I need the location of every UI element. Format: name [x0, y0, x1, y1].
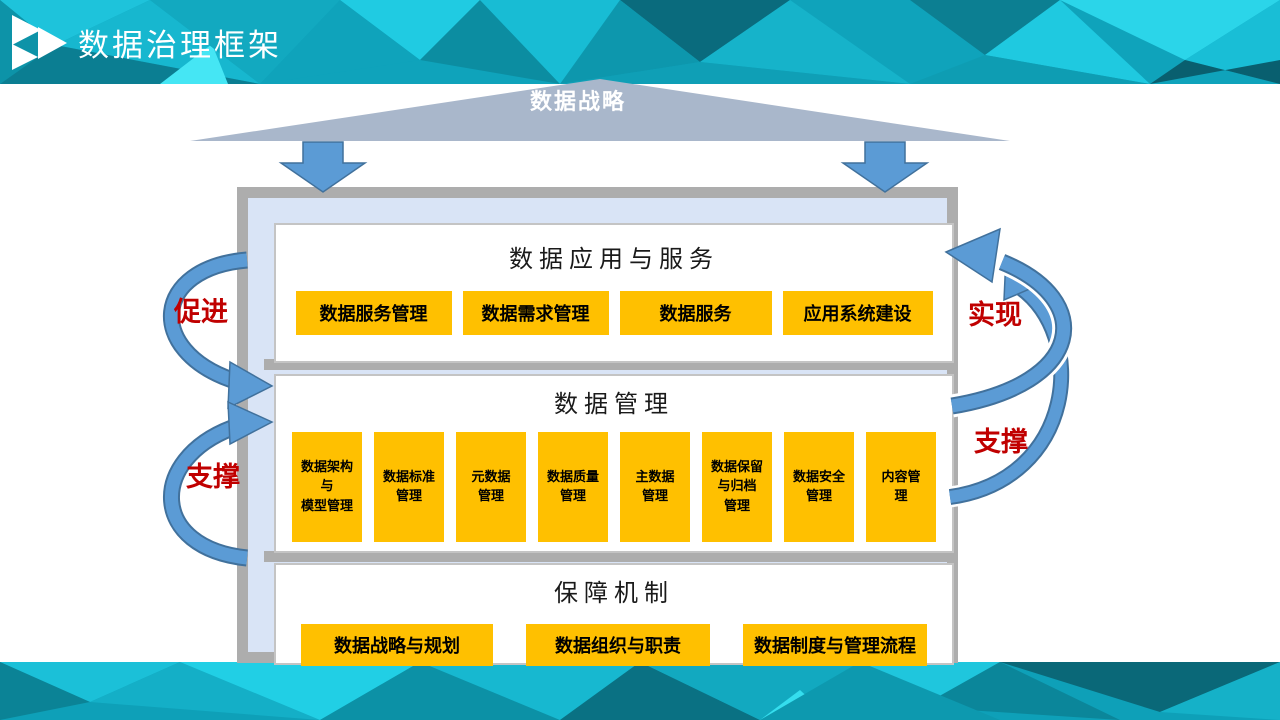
section-title: 数据管理	[554, 390, 674, 418]
framework-box: 数据服务	[619, 291, 772, 335]
framework-container: 数据应用与服务 数据服务管理 数据需求管理 数据服务 应用系统建设 数据管理 数…	[237, 187, 958, 666]
header-banner	[0, 0, 1280, 84]
down-arrow-icon	[840, 141, 930, 193]
framework-box: 数据质量 管理	[538, 432, 608, 542]
footer-banner	[0, 662, 1280, 720]
framework-box: 数据安全 管理	[784, 432, 854, 542]
side-label-realize: 实现	[968, 300, 1022, 331]
framework-box: 主数据 管理	[620, 432, 690, 542]
framework-box: 数据组织与职责	[526, 624, 710, 666]
box-row: 数据战略与规划 数据组织与职责 数据制度与管理流程	[276, 624, 952, 666]
framework-box: 数据战略与规划	[301, 624, 493, 666]
framework-box: 数据需求管理	[462, 291, 609, 335]
framework-box: 数据保留 与归档 管理	[702, 432, 772, 542]
section-title: 保障机制	[554, 579, 674, 607]
framework-box: 数据标准 管理	[374, 432, 444, 542]
framework-box: 数据制度与管理流程	[743, 624, 927, 666]
framework-box: 内容管 理	[866, 432, 936, 542]
section-data-management: 数据管理 数据架构 与 模型管理 数据标准 管理 元数据 管理 数据质量 管理 …	[274, 374, 954, 553]
section-separator	[264, 359, 958, 370]
side-label-support-left: 支撑	[186, 462, 240, 493]
page-title: 数据治理框架	[78, 28, 282, 64]
footer-polygon-texture	[0, 662, 1280, 720]
side-label-promote: 促进	[174, 297, 228, 328]
framework-box: 应用系统建设	[782, 291, 933, 335]
framework-box: 数据服务管理	[295, 291, 452, 335]
section-title: 数据应用与服务	[509, 245, 719, 273]
section-separator	[264, 551, 958, 562]
header-polygon-texture	[0, 0, 1280, 84]
section-data-application: 数据应用与服务 数据服务管理 数据需求管理 数据服务 应用系统建设	[274, 223, 954, 363]
section-safeguard-mechanism: 保障机制 数据战略与规划 数据组织与职责 数据制度与管理流程	[274, 563, 954, 666]
side-label-support-right: 支撑	[974, 427, 1028, 458]
box-row: 数据架构 与 模型管理 数据标准 管理 元数据 管理 数据质量 管理 主数据 管…	[276, 432, 952, 542]
down-arrow-icon	[278, 141, 368, 193]
framework-inner-panel: 数据应用与服务 数据服务管理 数据需求管理 数据服务 应用系统建设 数据管理 数…	[248, 198, 958, 666]
box-row: 数据服务管理 数据需求管理 数据服务 应用系统建设	[276, 291, 952, 335]
strategy-roof-label: 数据战略	[529, 89, 626, 115]
framework-box: 元数据 管理	[456, 432, 526, 542]
logo-triangles-icon	[12, 15, 67, 70]
framework-box: 数据架构 与 模型管理	[292, 432, 362, 542]
